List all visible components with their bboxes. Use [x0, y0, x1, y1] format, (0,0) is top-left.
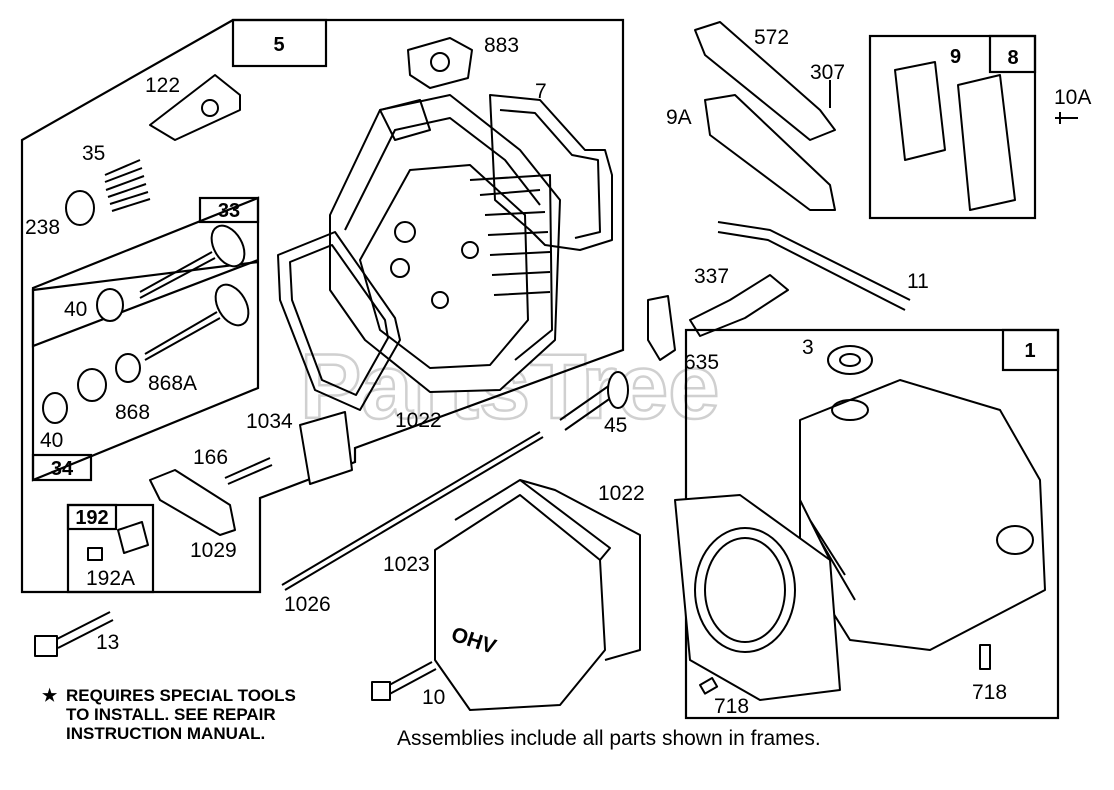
seal-40-upper: [96, 288, 124, 322]
label-122: 122: [145, 74, 180, 97]
gasket-9: [894, 61, 946, 161]
star-icon: ★: [42, 686, 58, 705]
boot-635: [647, 295, 676, 361]
valve-cover-1023: [434, 494, 606, 711]
note-line-2: TO INSTALL. SEE REPAIR: [66, 705, 276, 724]
label-40-lower: 40: [40, 429, 63, 452]
retainer-868: [77, 368, 107, 402]
frame-8-label: 8: [1007, 47, 1018, 69]
fitting-192a: [87, 547, 103, 561]
label-1023: 1023: [383, 553, 430, 576]
frame-192-label: 192: [75, 507, 108, 529]
cap-238: [65, 190, 95, 226]
spark-plug-337: [689, 274, 789, 337]
label-718-right: 718: [972, 681, 1007, 704]
note-line-3: INSTRUCTION MANUAL.: [66, 724, 266, 743]
washer-868a: [115, 353, 141, 383]
label-883: 883: [484, 34, 519, 57]
label-11: 11: [907, 270, 929, 293]
label-35: 35: [82, 142, 105, 165]
frame-5: [20, 18, 625, 594]
fitting-192: [117, 521, 149, 554]
spring-35: [104, 159, 151, 212]
valve-upper: [139, 251, 216, 299]
pushrod-1026: [281, 431, 544, 591]
rocker-1029: [149, 469, 236, 536]
label-1022-lower: 1022: [598, 482, 645, 505]
seal-40-lower: [42, 392, 68, 424]
label-868: 868: [115, 401, 150, 424]
label-1022-upper: 1022: [395, 409, 442, 432]
frame-192-tag: [66, 503, 118, 531]
gasket-883: [407, 37, 473, 89]
frame-8-tag: [988, 34, 1037, 74]
label-1034: 1034: [246, 410, 293, 433]
assemblies-footer: Assemblies include all parts shown in fr…: [397, 727, 821, 750]
label-40-upper: 40: [64, 298, 87, 321]
head-gasket-7: [489, 94, 613, 251]
note-line-1: REQUIRES SPECIAL TOOLS: [66, 686, 296, 705]
frame-33-label: 33: [218, 200, 240, 222]
label-192a: 192A: [86, 567, 135, 590]
label-868a: 868A: [148, 372, 197, 395]
gasket-572: [694, 21, 836, 141]
frame-34-tag: [31, 453, 93, 482]
tube-45: [559, 384, 616, 431]
label-9a: 9A: [666, 106, 692, 129]
bolt-10a: [1055, 112, 1078, 124]
plate-1034: [299, 411, 353, 485]
valve-lower: [144, 311, 221, 361]
label-10a: 10A: [1054, 86, 1091, 109]
label-718-left: 718: [714, 695, 749, 718]
label-45: 45: [604, 414, 627, 437]
crankcase-drawing: [674, 345, 1046, 701]
gasket-1022-lower: [519, 479, 641, 661]
frame-9-label: 9: [950, 46, 961, 68]
bolt-13: [54, 611, 114, 649]
cover-8: [957, 74, 1016, 211]
stud-166: [224, 457, 273, 485]
gasket-1022-upper: [277, 231, 401, 411]
special-tools-note: ★ REQUIRES SPECIAL TOOLS TO INSTALL. SEE …: [42, 686, 372, 743]
label-10: 10: [422, 686, 445, 709]
frame-5-label: 5: [273, 34, 284, 56]
frame-34: [31, 260, 260, 482]
label-238: 238: [25, 216, 60, 239]
label-572: 572: [754, 26, 789, 49]
label-635: 635: [684, 351, 719, 374]
label-7: 7: [535, 80, 547, 103]
gasket-9a: [704, 94, 836, 211]
label-166: 166: [193, 446, 228, 469]
label-1029: 1029: [190, 539, 237, 562]
label-3: 3: [802, 336, 814, 359]
frame-5-tag: [231, 18, 328, 68]
label-337: 337: [694, 265, 729, 288]
label-13: 13: [96, 631, 119, 654]
frame-1-tag: [1001, 328, 1060, 372]
cylinder-head-drawing: [329, 94, 561, 393]
bracket-122: [149, 74, 241, 141]
label-307: 307: [810, 61, 845, 84]
frame-34-label: 34: [51, 458, 74, 480]
frame-33-tag: [198, 196, 260, 224]
tube-11: [717, 221, 911, 311]
label-1026: 1026: [284, 593, 331, 616]
frame-1-label: 1: [1024, 340, 1035, 362]
frame-8: [868, 34, 1037, 220]
